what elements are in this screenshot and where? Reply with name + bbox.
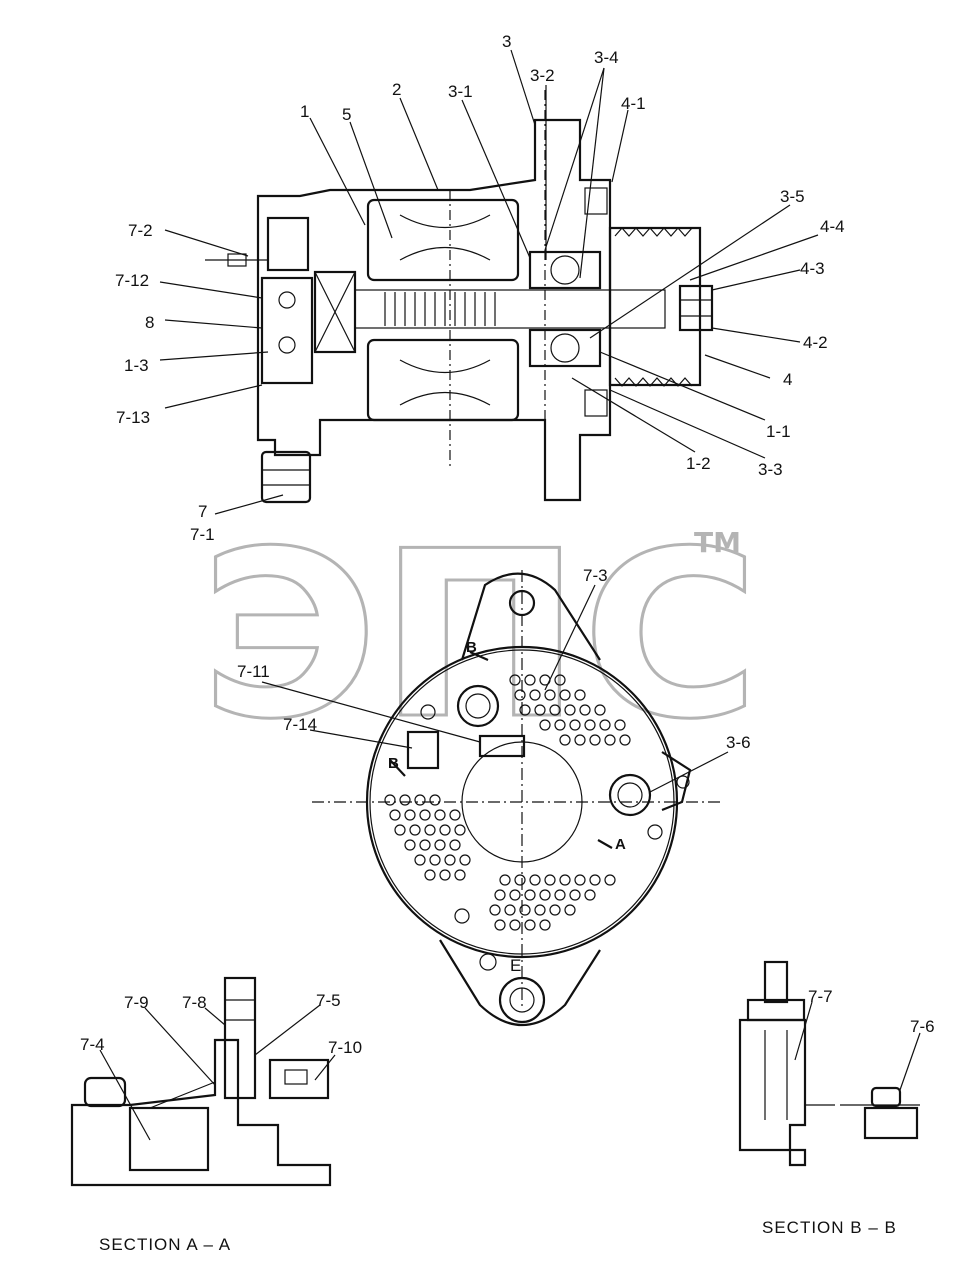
rotor-laminations [384, 292, 496, 326]
callout-8: 8 [145, 313, 154, 332]
callout-5: 5 [342, 105, 351, 124]
callout-7-10: 7-10 [328, 1038, 362, 1057]
callout-4: 4 [783, 370, 792, 389]
callout-7-12: 7-12 [115, 271, 149, 290]
marker-b-top: B [466, 639, 477, 656]
callout-1: 1 [300, 102, 309, 121]
callout-3-3: 3-3 [758, 460, 783, 479]
callout-1-1: 1-1 [766, 422, 791, 441]
callout-7: 7 [198, 502, 207, 521]
callout-7-7: 7-7 [808, 987, 833, 1006]
section-aa-drawing [70, 976, 332, 1187]
callout-labels: 3 3-2 3-4 3-1 4-1 1 5 2 3-5 4-4 4-3 4-2 … [80, 32, 935, 1057]
marker-e-terminal: E [510, 956, 521, 975]
callout-7-8: 7-8 [182, 993, 207, 1012]
section-aa-title: SECTION A – A [99, 1235, 231, 1254]
callout-1-3: 1-3 [124, 356, 149, 375]
vent-holes [384, 674, 631, 931]
alternator-rear-view [312, 570, 720, 1026]
callout-4-1: 4-1 [621, 94, 646, 113]
callout-3-1: 3-1 [448, 82, 473, 101]
callout-7-11: 7-11 [237, 662, 270, 681]
callout-4-3: 4-3 [800, 259, 825, 278]
callout-7-6: 7-6 [910, 1017, 935, 1036]
callout-7-13: 7-13 [116, 408, 150, 427]
alternator-side-view [205, 90, 714, 504]
middle-leader-lines [261, 584, 729, 793]
callout-7-1: 7-1 [190, 525, 215, 544]
section-bb-title: SECTION B – B [762, 1218, 897, 1237]
callout-4-4: 4-4 [820, 217, 845, 236]
marker-a-right: A [615, 836, 626, 853]
callout-2: 2 [392, 80, 401, 99]
marker-b-left: B [388, 755, 399, 772]
callout-7-5: 7-5 [316, 991, 341, 1010]
section-markers: B B A E [388, 639, 626, 975]
callout-3-4: 3-4 [594, 48, 619, 67]
callout-3-5: 3-5 [780, 187, 805, 206]
callout-7-2: 7-2 [128, 221, 153, 240]
callout-3-6: 3-6 [726, 733, 751, 752]
callout-7-4: 7-4 [80, 1035, 105, 1054]
top-leader-lines [159, 49, 819, 515]
watermark-tm: TM [694, 526, 741, 559]
callout-7-14: 7-14 [283, 715, 317, 734]
callout-3: 3 [502, 32, 511, 51]
section-aa-leaders [99, 1004, 336, 1141]
callout-7-9: 7-9 [124, 993, 149, 1012]
section-bb-leaders [794, 1001, 921, 1091]
callout-7-3: 7-3 [583, 566, 608, 585]
section-bb-drawing [738, 960, 920, 1167]
callout-4-2: 4-2 [803, 333, 828, 352]
callout-3-2: 3-2 [530, 66, 555, 85]
callout-1-2: 1-2 [686, 454, 711, 473]
